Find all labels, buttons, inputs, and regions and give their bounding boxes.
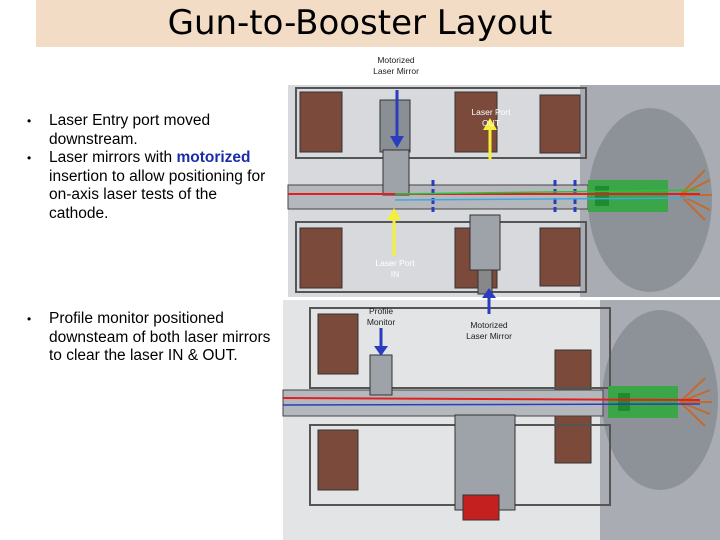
arrow-port-in xyxy=(387,208,401,220)
laser-in-line xyxy=(394,197,701,201)
flange-marks xyxy=(431,180,577,212)
bullet-marker: • xyxy=(27,114,32,128)
bullet-marker: • xyxy=(27,151,32,165)
bullet-2-text: Laser mirrors with motorized insertion t… xyxy=(49,149,277,223)
laser-line xyxy=(282,397,701,401)
slide-title: Gun-to-Booster Layout xyxy=(167,3,553,43)
label-motorized-mirror-top: Motorized Laser Mirror xyxy=(373,55,419,76)
laser-out-line xyxy=(394,189,701,195)
arrow-profile-monitor xyxy=(374,346,388,356)
label-laser-port-out: Laser Port OUT xyxy=(471,107,511,128)
label-laser-port-in: Laser Port IN xyxy=(375,258,415,279)
bullet-marker: • xyxy=(27,312,32,326)
arrow-mirror-bottom xyxy=(482,288,496,298)
arrow-port-out xyxy=(483,118,497,130)
top-cad-view xyxy=(287,85,720,297)
bullet-2-prefix: Laser mirrors with xyxy=(49,149,177,166)
bullet-3-text: Profile monitor positioned downsteam of … xyxy=(49,310,271,364)
title-bar: Gun-to-Booster Layout xyxy=(36,0,684,47)
arrow-mirror-top xyxy=(390,136,404,148)
label-motorized-mirror-bottom: Motorized Laser Mirror xyxy=(466,320,512,341)
bullet-2-keyword: motorized xyxy=(176,149,251,166)
bullet-1-text: Laser Entry port moved downstream. xyxy=(49,112,211,148)
bullet-2-suffix: insertion to allow positioning for on-ax… xyxy=(49,167,266,222)
label-profile-monitor: Profile Monitor xyxy=(366,306,396,327)
bottom-cad-view xyxy=(282,288,720,540)
